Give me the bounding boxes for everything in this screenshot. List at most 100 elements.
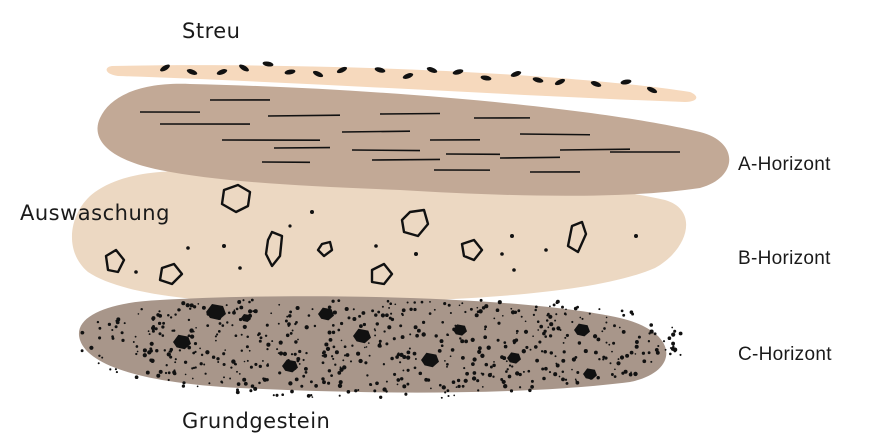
fine-particle — [192, 378, 194, 380]
fine-particle — [363, 323, 366, 326]
fine-particle — [562, 371, 565, 374]
fine-particle — [598, 358, 600, 360]
fine-particle — [663, 340, 665, 342]
fine-particle — [331, 300, 334, 303]
fine-particle — [111, 335, 114, 338]
fine-particle — [394, 303, 396, 305]
fine-particle — [351, 345, 353, 347]
fine-particle — [470, 308, 473, 311]
fine-particle — [152, 316, 156, 320]
fine-particle — [571, 369, 573, 371]
fine-particle — [323, 350, 326, 353]
fine-particle — [544, 367, 548, 371]
fine-particle — [534, 309, 537, 312]
fine-particle — [493, 318, 495, 320]
fine-particle — [288, 381, 292, 385]
fine-particle — [398, 352, 400, 354]
fine-particle — [327, 382, 330, 385]
fine-particle — [547, 326, 549, 328]
fine-particle — [539, 325, 543, 329]
fine-particle — [358, 315, 361, 318]
fine-particle — [525, 320, 527, 322]
fine-particle — [338, 384, 342, 388]
fine-particle — [597, 376, 600, 379]
fine-particle — [413, 352, 417, 356]
fine-particle — [270, 312, 272, 314]
fine-particle — [448, 304, 451, 307]
fine-particle — [332, 358, 334, 360]
fine-particle — [504, 345, 508, 349]
fine-particle — [460, 339, 464, 343]
fine-particle — [266, 364, 269, 367]
fine-particle — [281, 393, 284, 396]
fine-particle — [537, 329, 539, 331]
fine-particle — [574, 307, 578, 311]
fine-particle — [657, 345, 659, 347]
fine-particle — [246, 345, 249, 348]
fine-particle — [172, 371, 176, 375]
fine-particle — [101, 357, 103, 359]
fine-particle — [330, 374, 333, 377]
fine-particle — [258, 332, 261, 335]
fine-particle — [498, 300, 502, 304]
fine-particle — [247, 360, 249, 362]
fine-particle — [158, 332, 161, 335]
fine-particle — [265, 335, 267, 337]
fine-particle — [576, 381, 580, 385]
fine-particle — [344, 345, 347, 348]
fine-particle — [136, 345, 139, 348]
fine-particle — [606, 317, 608, 319]
grundgestein-label: Grundgestein — [182, 409, 330, 433]
fine-particle — [151, 326, 155, 330]
fine-particle — [635, 340, 639, 344]
fine-particle — [357, 389, 359, 391]
fine-particle — [548, 315, 552, 319]
fine-particle — [441, 344, 444, 347]
fine-particle — [290, 390, 294, 394]
fine-particle — [396, 378, 400, 382]
fine-particle — [369, 355, 371, 357]
fine-particle — [614, 368, 616, 370]
fine-particle — [561, 377, 565, 381]
fine-particle — [621, 310, 624, 313]
fine-particle — [509, 364, 511, 366]
fine-particle — [625, 354, 629, 358]
fine-particle — [310, 380, 313, 383]
fine-particle — [337, 371, 341, 375]
fine-particle — [199, 348, 201, 350]
fine-particle — [152, 330, 155, 333]
fine-particle — [669, 353, 672, 356]
fine-particle — [422, 332, 426, 336]
fine-particle — [456, 386, 458, 388]
fine-particle — [510, 308, 512, 310]
fine-particle — [342, 359, 344, 361]
fine-particle — [406, 383, 409, 386]
fine-particle — [510, 389, 513, 392]
fine-particle — [150, 342, 154, 346]
fine-particle — [296, 357, 300, 361]
fine-particle — [611, 373, 614, 376]
fine-particle — [598, 308, 600, 310]
fine-particle — [339, 380, 343, 384]
fine-particle — [497, 339, 500, 342]
fine-particle — [421, 301, 424, 304]
fine-particle — [350, 360, 352, 362]
fine-particle — [513, 340, 515, 342]
fine-particle — [563, 342, 565, 344]
fine-particle — [248, 309, 252, 313]
fine-particle — [339, 395, 341, 397]
fine-particle — [397, 384, 399, 386]
fine-particle — [613, 324, 616, 327]
fine-particle — [457, 379, 460, 382]
fine-particle — [302, 375, 305, 378]
fine-particle — [366, 374, 368, 376]
fine-particle — [674, 350, 677, 353]
fine-particle — [189, 328, 193, 332]
fine-particle — [212, 355, 215, 358]
fine-particle — [616, 361, 620, 365]
fine-particle — [224, 349, 226, 351]
fine-particle — [535, 306, 538, 309]
fine-particle — [614, 375, 617, 378]
fine-particle — [503, 384, 507, 388]
humus-line — [500, 157, 560, 158]
